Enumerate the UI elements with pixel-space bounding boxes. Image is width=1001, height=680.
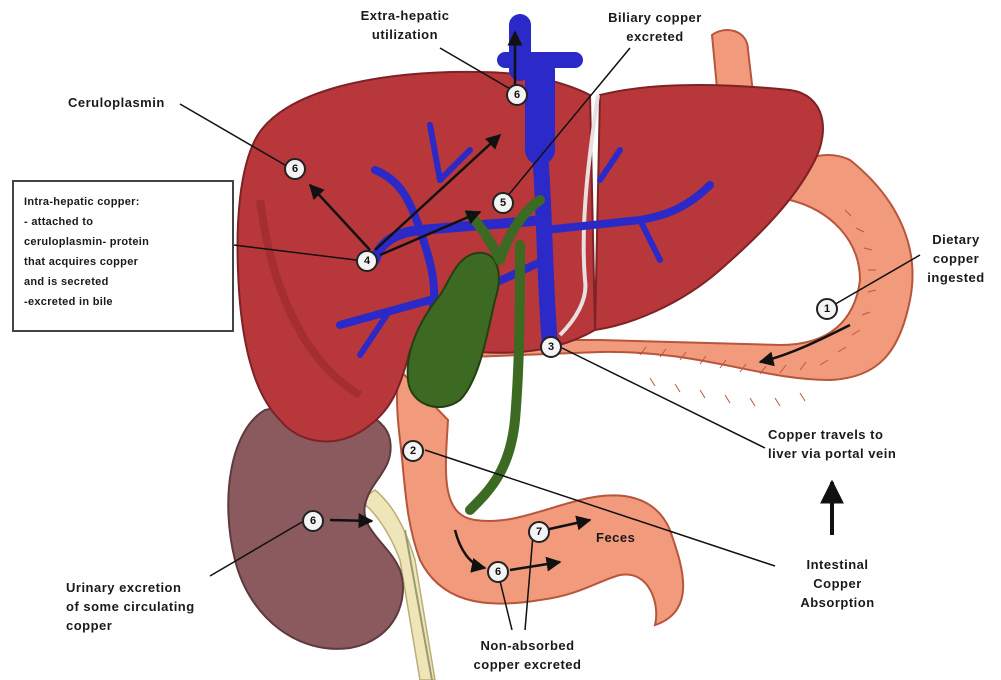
step-badge-2: 2 xyxy=(402,440,424,462)
label-biliary: Biliary copper excreted xyxy=(590,8,720,46)
intra-hepatic-line5: and is secreted xyxy=(24,272,222,292)
label-urinary-line1: Urinary excretion xyxy=(66,580,181,595)
label-extra-hepatic-line1: Extra-hepatic xyxy=(361,8,450,23)
intra-hepatic-line1: Intra-hepatic copper: xyxy=(24,192,222,212)
label-intestinal: Intestinal Copper Absorption xyxy=(785,555,890,612)
label-intestinal-line3: Absorption xyxy=(800,595,874,610)
label-biliary-line2: excreted xyxy=(626,29,683,44)
label-non-absorbed-line2: copper excreted xyxy=(474,657,582,672)
label-intestinal-line2: Copper xyxy=(813,576,862,591)
label-portal: Copper travels to liver via portal vein xyxy=(768,425,896,463)
step-badge-6-ceruloplasmin: 6 xyxy=(284,158,306,180)
intra-hepatic-box: Intra-hepatic copper: - attached to ceru… xyxy=(12,180,234,332)
label-urinary-line2: of some circulating xyxy=(66,599,195,614)
intra-hepatic-line4: that acquires copper xyxy=(24,252,222,272)
step-badge-6-extra-hepatic: 6 xyxy=(506,84,528,106)
step-badge-7: 7 xyxy=(528,521,550,543)
label-portal-line2: liver via portal vein xyxy=(768,446,896,461)
liver-left-lobe xyxy=(595,85,823,330)
step-badge-6-kidney: 6 xyxy=(302,510,324,532)
step-badge-5-bile: 5 xyxy=(492,192,514,214)
label-dietary-line3: ingested xyxy=(927,270,984,285)
label-ceruloplasmin: Ceruloplasmin xyxy=(68,93,165,112)
label-urinary: Urinary excretion of some circulating co… xyxy=(66,578,195,635)
step-badge-1: 1 xyxy=(816,298,838,320)
label-dietary: Dietary copper ingested xyxy=(918,230,994,287)
intra-hepatic-line6: -excreted in bile xyxy=(24,292,222,312)
label-feces: Feces xyxy=(596,528,635,547)
label-urinary-line3: copper xyxy=(66,618,112,633)
intra-hepatic-line2: - attached to xyxy=(24,212,222,232)
label-biliary-line1: Biliary copper xyxy=(608,10,702,25)
label-non-absorbed: Non-absorbed copper excreted xyxy=(460,636,595,674)
label-dietary-line1: Dietary xyxy=(932,232,980,247)
label-non-absorbed-line1: Non-absorbed xyxy=(480,638,574,653)
label-portal-line1: Copper travels to xyxy=(768,427,883,442)
label-dietary-line2: copper xyxy=(933,251,979,266)
step-badge-3: 3 xyxy=(540,336,562,358)
label-intestinal-line1: Intestinal xyxy=(806,557,868,572)
step-badge-6-intestine: 6 xyxy=(487,561,509,583)
intra-hepatic-line3: ceruloplasmin- protein xyxy=(24,232,222,252)
label-extra-hepatic-line2: utilization xyxy=(372,27,438,42)
step-badge-4: 4 xyxy=(356,250,378,272)
label-extra-hepatic: Extra-hepatic utilization xyxy=(345,6,465,44)
